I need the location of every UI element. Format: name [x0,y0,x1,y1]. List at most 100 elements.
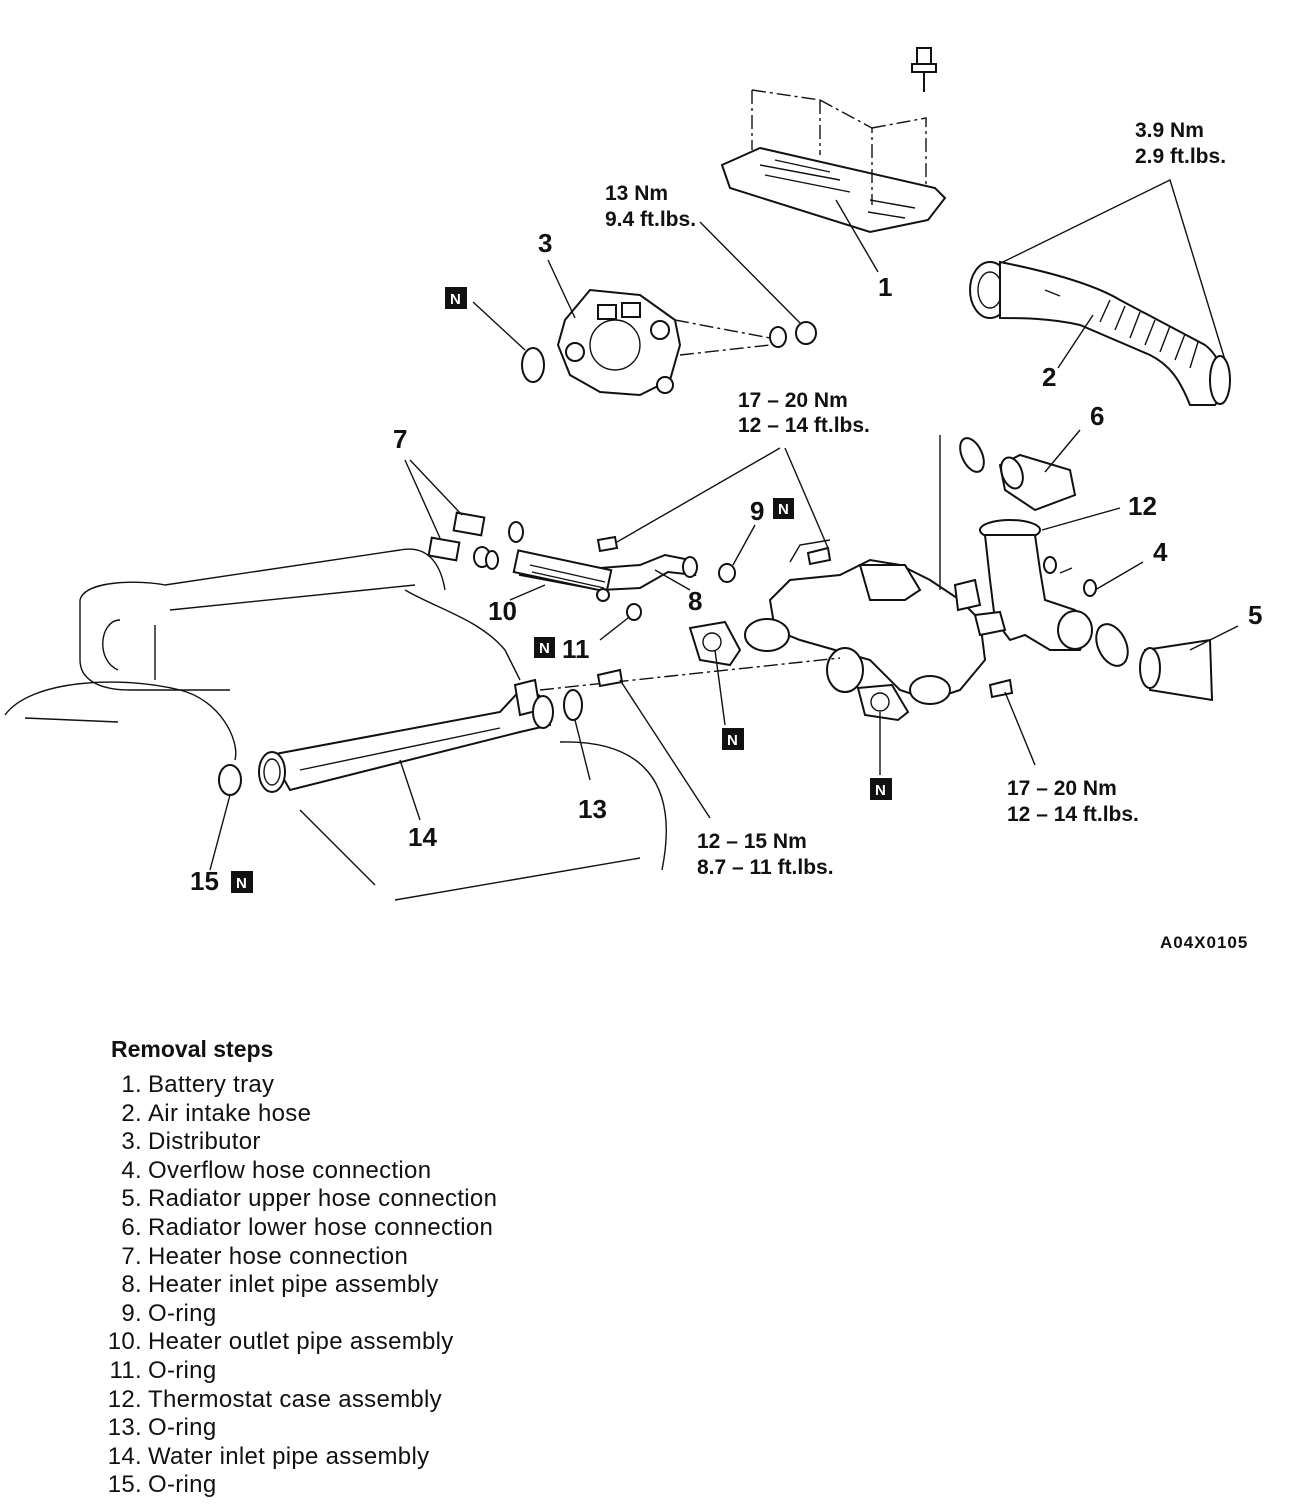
removal-step: 3.Distributor [96,1128,696,1157]
removal-step-number: 10. [107,1328,142,1356]
label-4: 4 [1153,537,1168,567]
distributor-o-ring [472,301,545,383]
label-15: 15 [190,866,219,896]
removal-step-text: Thermostat case assembly [148,1385,442,1413]
engine-outline [4,548,667,901]
removal-step: 14.Water inlet pipe assembly [96,1443,696,1472]
exploded-parts-diagram: 1 2 3 4 5 6 7 8 9 10 11 12 13 14 15 N N … [4,47,1262,952]
removal-step: 10.Heater outlet pipe assembly [96,1328,696,1357]
new-part-mark-gasket-right: N [870,778,892,800]
label-6: 6 [1090,401,1104,431]
label-5: 5 [1248,600,1262,630]
new-part-mark-gasket-left: N [722,728,744,750]
svg-text:N: N [236,875,247,892]
removal-step-text: Air intake hose [148,1099,312,1127]
removal-step: 9.O-ring [96,1300,696,1329]
label-14: 14 [408,822,437,852]
removal-step-text: Heater outlet pipe assembly [148,1328,454,1356]
heater-pipes [509,447,781,602]
water-manifold [744,435,987,705]
torque-spec-distributor: 13 Nm 9.4 ft.lbs. [605,182,696,231]
removal-step-number: 13. [107,1414,142,1442]
removal-step-number: 3. [121,1128,142,1156]
water-inlet-pipe [258,657,841,793]
torque-spec-thermostat: 17 – 20 Nm 12 – 14 ft.lbs. [1007,777,1139,826]
label-8: 8 [688,586,702,616]
o-ring-15 [218,764,242,796]
label-3: 3 [538,228,552,258]
removal-step-text: Radiator upper hose connection [148,1185,498,1213]
bolts [596,546,1014,699]
radiator-lower-hose [998,453,1077,512]
new-part-mark-15: N [231,871,253,893]
removal-step-text: Battery tray [148,1071,275,1098]
removal-step-number: 7. [121,1242,142,1270]
svg-text:8.7 – 11 ft.lbs.: 8.7 – 11 ft.lbs. [697,856,834,879]
o-ring-9 [718,524,756,583]
torque-spec-water-inlet: 12 – 15 Nm 8.7 – 11 ft.lbs. [697,830,834,879]
label-13: 13 [578,794,607,824]
removal-step-number: 15. [107,1471,142,1499]
svg-text:17 – 20 Nm: 17 – 20 Nm [738,389,848,412]
o-ring-13 [563,689,583,721]
leader-lines [209,179,1239,871]
torque-spec-air-hose: 3.9 Nm 2.9 ft.lbs. [1135,119,1226,168]
removal-step-number: 8. [121,1271,142,1299]
svg-text:N: N [778,501,789,518]
label-1: 1 [878,272,892,302]
radiator-upper-hose [1139,638,1214,702]
svg-text:N: N [727,732,738,749]
removal-step-text: O-ring [148,1414,217,1442]
removal-step: 1.Battery tray [96,1071,696,1100]
new-part-mark-distributor-oring: N [445,287,467,309]
new-part-mark-9: N [773,498,794,519]
figure-code: A04X0105 [1160,933,1248,952]
svg-text:3.9 Nm: 3.9 Nm [1135,119,1204,142]
removal-step-text: Heater hose connection [148,1242,409,1270]
removal-steps-title: Removal steps [111,1036,274,1062]
svg-text:13 Nm: 13 Nm [605,182,668,205]
removal-step-text: Water inlet pipe assembly [148,1442,430,1470]
removal-step-number: 5. [121,1185,142,1213]
removal-step-number: 1. [121,1071,142,1098]
svg-text:12 – 14 ft.lbs.: 12 – 14 ft.lbs. [1007,803,1139,826]
removal-step: 2.Air intake hose [96,1100,696,1129]
svg-text:9.4 ft.lbs.: 9.4 ft.lbs. [605,208,696,231]
svg-text:17 – 20 Nm: 17 – 20 Nm [1007,777,1117,800]
tray-bolt [911,47,937,92]
removal-step-number: 6. [121,1213,142,1241]
torque-spec-heater-pipe: 17 – 20 Nm 12 – 14 ft.lbs. [738,389,870,437]
air-intake-hose [969,260,1231,406]
removal-step: 5.Radiator upper hose connection [96,1185,696,1214]
removal-step-number: 14. [107,1442,142,1470]
label-11: 11 [562,634,590,664]
removal-step: 4.Overflow hose connection [96,1157,696,1186]
removal-step-number: 4. [121,1156,142,1184]
removal-step-number: 12. [107,1385,142,1413]
heater-hose-clamps [404,459,524,570]
removal-step-text: O-ring [148,1299,217,1327]
svg-text:N: N [450,291,461,308]
svg-text:N: N [539,640,550,657]
gasket-left [688,620,742,667]
label-10: 10 [488,596,517,626]
new-part-mark-11: N [534,637,555,658]
removal-step-number: 9. [121,1299,142,1327]
svg-text:2.9 ft.lbs.: 2.9 ft.lbs. [1135,145,1226,168]
removal-step-text: Overflow hose connection [148,1156,432,1184]
distributor-nut-washer [699,221,817,348]
thermostat-case [973,519,1093,651]
battery-tray [720,89,947,234]
removal-step: 15.O-ring [96,1471,696,1500]
removal-step: 7.Heater hose connection [96,1243,696,1272]
removal-step: 13.O-ring [96,1414,696,1443]
removal-step: 11.O-ring [96,1357,696,1386]
label-2: 2 [1042,362,1056,392]
removal-step-number: 11. [109,1356,142,1384]
removal-step-text: Distributor [148,1128,261,1156]
removal-step-text: O-ring [148,1471,217,1499]
label-12: 12 [1128,491,1157,521]
removal-step: 8.Heater inlet pipe assembly [96,1271,696,1300]
removal-step-text: Heater inlet pipe assembly [148,1271,439,1299]
